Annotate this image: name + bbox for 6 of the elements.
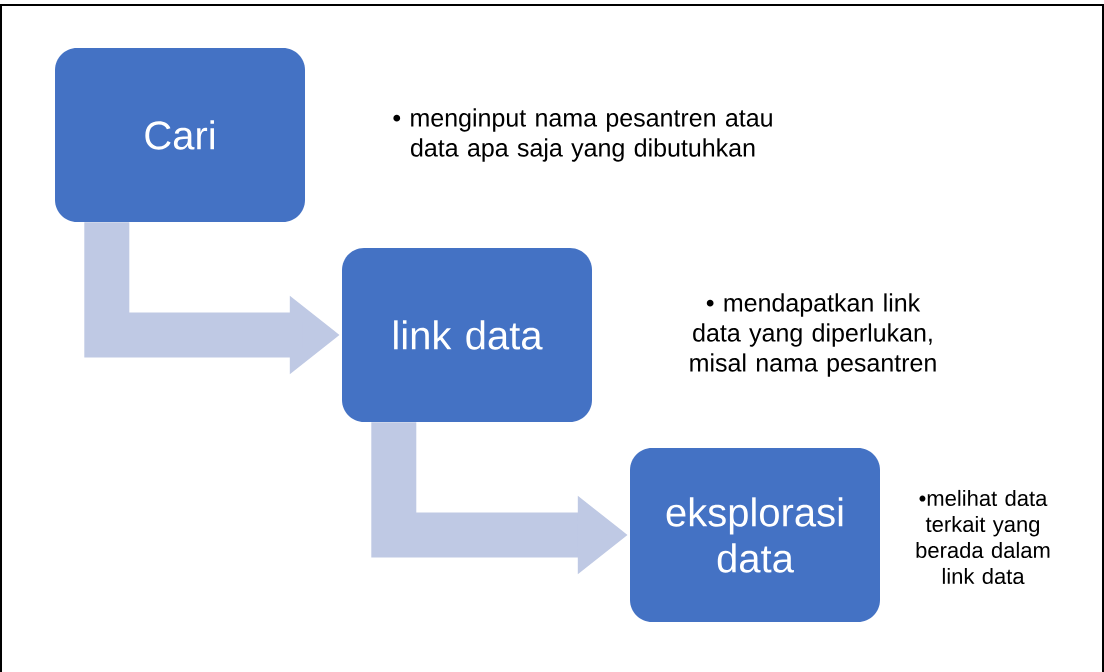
bullet-text: • menginput nama pesantren atau data apa saja yang dibutuhkan <box>393 108 772 162</box>
process-box: link data <box>342 248 592 422</box>
bullet-text: •melihat data terkait yang berada dalam link data <box>916 489 1050 585</box>
process-box: eksplorasi data <box>630 448 880 622</box>
process-box: Cari <box>55 48 305 222</box>
bullet-text: • mendapatkan link data yang diperlukan, misal nama pesantren <box>690 293 936 377</box>
